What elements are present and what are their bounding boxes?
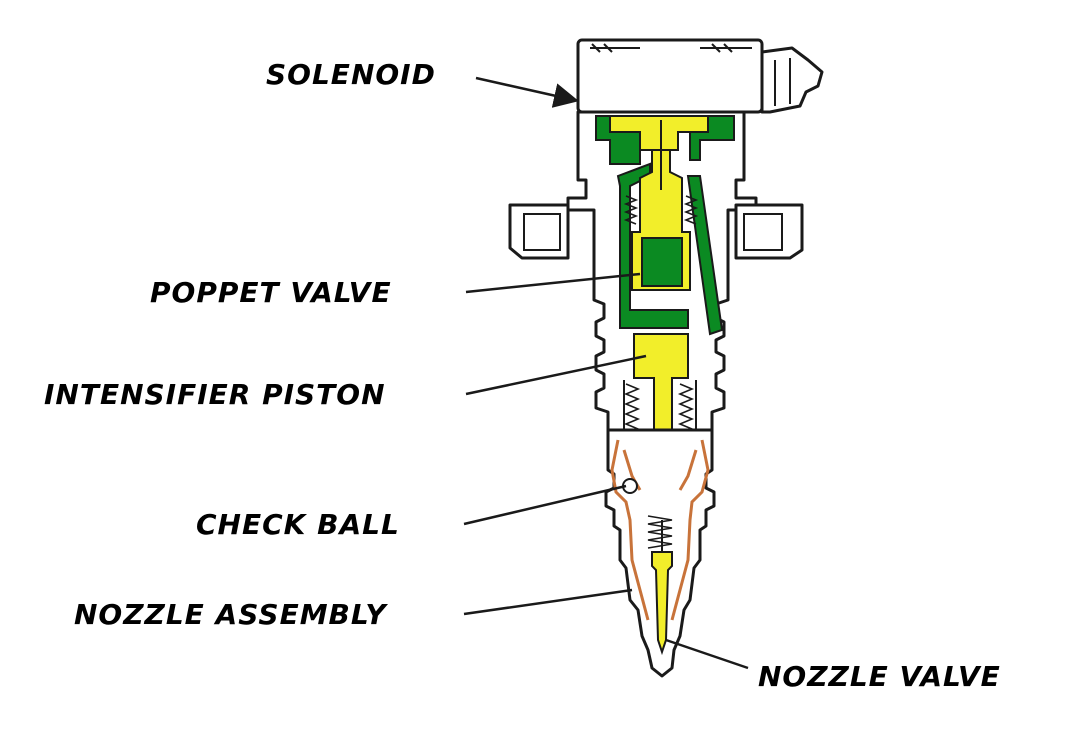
leader-solenoid <box>475 76 579 108</box>
oil-passage-left <box>616 162 689 329</box>
label-nozzle-assembly: NOZZLE ASSEMBLY <box>74 598 388 631</box>
fuel-line-right <box>670 439 710 621</box>
intensifier-spring-right <box>677 383 695 435</box>
poppet-spring-left <box>623 195 639 225</box>
intensifier-spring-left <box>623 383 641 435</box>
label-solenoid: SOLENOID <box>266 58 436 91</box>
label-nozzle-valve: NOZZLE VALVE <box>758 660 1001 693</box>
label-intensifier-piston: INTENSIFIER PISTON <box>44 378 386 411</box>
label-check-ball: CHECK BALL <box>196 508 400 541</box>
injector-body <box>508 38 824 678</box>
leader-poppet-valve <box>465 272 641 294</box>
nozzle-valve <box>651 551 673 656</box>
labels: SOLENOID POPPET VALVE INTENSIFIER PISTON… <box>44 58 1001 693</box>
label-poppet-valve: POPPET VALVE <box>150 276 392 309</box>
nozzle-spring <box>647 515 673 549</box>
poppet-spring-right <box>683 195 699 225</box>
leader-nozzle-valve <box>665 638 749 670</box>
leader-check-ball <box>463 484 627 526</box>
mount-ear-right <box>734 203 804 260</box>
leader-intensifier-piston <box>465 354 647 396</box>
solenoid-housing <box>576 38 824 114</box>
leader-nozzle-assembly <box>463 588 633 616</box>
fuel-line-left <box>610 439 650 621</box>
armature <box>609 115 709 151</box>
leader-lines <box>463 76 749 670</box>
